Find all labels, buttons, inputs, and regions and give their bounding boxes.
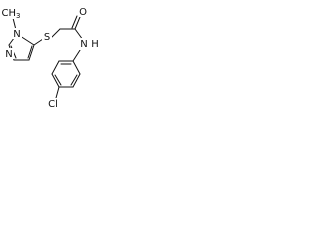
oxygen-label-bg — [78, 6, 88, 17]
imidazole-n2-label: N — [5, 49, 12, 60]
chemical-structure-diagram: CH3 N N S O N H Cl — [1, 6, 101, 110]
imidazole-n2-label-bg — [4, 48, 14, 59]
methyl-label: CH3 — [2, 8, 21, 20]
methyl-subscript: 3 — [16, 12, 20, 20]
imidazole-double-bond-4 — [27, 45, 33, 59]
amide-n-label-bg — [79, 38, 101, 50]
phenyl-bond-2 — [51, 60, 60, 75]
sulfur-label: S — [44, 32, 50, 43]
s-ch2-bond — [50, 28, 61, 39]
phenyl-cl-bond — [55, 86, 60, 99]
methyl-label-bg — [1, 7, 27, 19]
oxygen-label: O — [79, 7, 87, 18]
ring-s-bond — [33, 38, 44, 46]
amide-h-label: H — [91, 39, 99, 50]
phenyl-inner-bond-3 — [70, 74, 78, 86]
structure-canvas: CH3 N N S O N H Cl — [0, 0, 103, 118]
imidazole-bond-4 — [28, 44, 35, 61]
sulfur-label-bg — [42, 31, 52, 43]
methyl-text: CH — [2, 8, 17, 19]
phenyl-bond-3 — [51, 73, 60, 88]
imidazole-n-label: N — [13, 29, 20, 40]
carbonyl-oxygen-bond-a — [74, 16, 81, 30]
imidazole-n-label-bg — [12, 28, 22, 39]
chlorine-label-bg — [45, 98, 61, 110]
phenyl-bond-6 — [72, 60, 81, 75]
amide-n-label: N — [80, 39, 87, 50]
atom-label-layer: CH3 N N S O N H Cl — [1, 6, 101, 110]
carbonyl-oxygen-bond-b — [71, 15, 78, 29]
phenyl-inner-bond-2 — [54, 74, 62, 86]
chlorine-label: Cl — [48, 99, 58, 110]
phenyl-bond-5 — [72, 73, 81, 88]
